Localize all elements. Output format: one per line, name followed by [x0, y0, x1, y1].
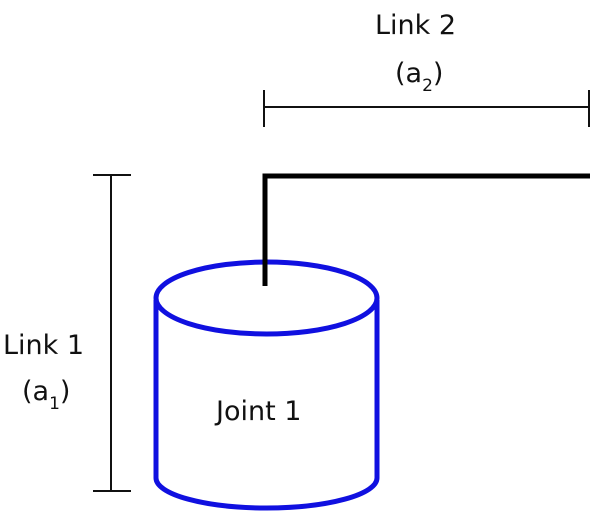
link2-dimension [263, 90, 590, 127]
link2-symbol-close: ) [432, 58, 444, 89]
link1-symbol: (a1) [22, 376, 71, 413]
link-arm [262, 173, 590, 286]
link2-symbol-subscript: 2 [422, 76, 433, 96]
link1-dimension [93, 174, 131, 492]
link2-symbol: (a2) [395, 58, 444, 95]
joint1-label: Joint 1 [216, 396, 302, 427]
link2-symbol-base: (a [395, 58, 423, 89]
joint1-cylinder [153, 259, 380, 511]
link1-symbol-close: ) [59, 376, 71, 407]
link1-symbol-base: (a [22, 376, 50, 407]
joint1-cylinder-body [153, 300, 380, 511]
link1-label: Link 1 [3, 330, 85, 361]
link1-symbol-subscript: 1 [49, 394, 60, 414]
link2-label: Link 2 [375, 10, 457, 41]
